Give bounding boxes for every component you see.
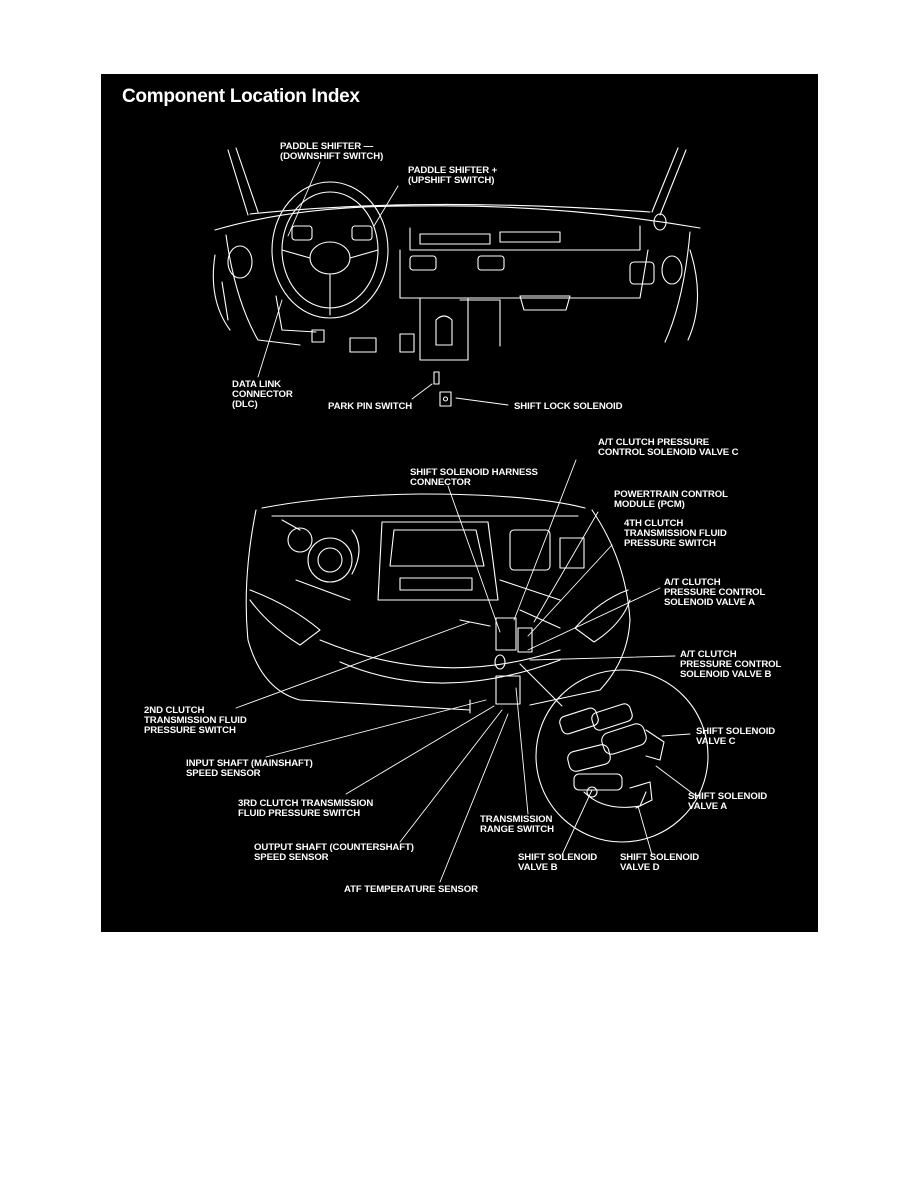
label-atc-pressure-solenoid-c: A/T CLUTCH PRESSURE CONTROL SOLENOID VAL… [598, 437, 739, 459]
label-input-shaft-sensor: INPUT SHAFT (MAINSHAFT) SPEED SENSOR [186, 758, 313, 780]
label-atc-pressure-solenoid-a: A/T CLUTCH PRESSURE CONTROL SOLENOID VAL… [664, 577, 766, 609]
page-title: Component Location Index [122, 86, 360, 107]
label-atc-pressure-solenoid-b: A/T CLUTCH PRESSURE CONTROL SOLENOID VAL… [680, 649, 782, 681]
label-shift-solenoid-d: SHIFT SOLENOID VALVE D [620, 852, 700, 874]
leader-lines [235, 161, 697, 883]
diagram-panel [101, 74, 818, 932]
label-paddle-shifter-upshift: PADDLE SHIFTER + (UPSHIFT SWITCH) [408, 165, 498, 187]
label-2nd-clutch-switch: 2ND CLUTCH TRANSMISSION FLUID PRESSURE S… [144, 705, 247, 737]
label-4th-clutch-switch: 4TH CLUTCH TRANSMISSION FLUID PRESSURE S… [624, 518, 727, 550]
label-shift-solenoid-c: SHIFT SOLENOID VALVE C [696, 726, 776, 748]
label-data-link-connector: DATA LINK CONNECTOR (DLC) [232, 379, 293, 411]
label-shift-lock-solenoid: SHIFT LOCK SOLENOID [514, 401, 623, 412]
label-shift-solenoid-a: SHIFT SOLENOID VALVE A [688, 791, 768, 813]
label-pcm: POWERTRAIN CONTROL MODULE (PCM) [614, 489, 728, 511]
label-atf-temperature-sensor: ATF TEMPERATURE SENSOR [344, 884, 478, 895]
label-paddle-shifter-downshift: PADDLE SHIFTER — (DOWNSHIFT SWITCH) [280, 141, 384, 163]
solenoid-inset-illustration [519, 663, 709, 843]
label-output-shaft-sensor: OUTPUT SHAFT (COUNTERSHAFT) SPEED SENSOR [254, 842, 414, 864]
engine-bay-illustration [245, 493, 631, 714]
label-shift-solenoid-harness: SHIFT SOLENOID HARNESS CONNECTOR [410, 467, 538, 489]
label-park-pin-switch: PARK PIN SWITCH [328, 401, 413, 412]
label-shift-solenoid-b: SHIFT SOLENOID VALVE B [518, 852, 598, 874]
label-3rd-clutch-switch: 3RD CLUTCH TRANSMISSION FLUID PRESSURE S… [238, 798, 374, 820]
dashboard-illustration [212, 147, 701, 407]
label-transmission-range-switch: TRANSMISSION RANGE SWITCH [480, 814, 554, 836]
